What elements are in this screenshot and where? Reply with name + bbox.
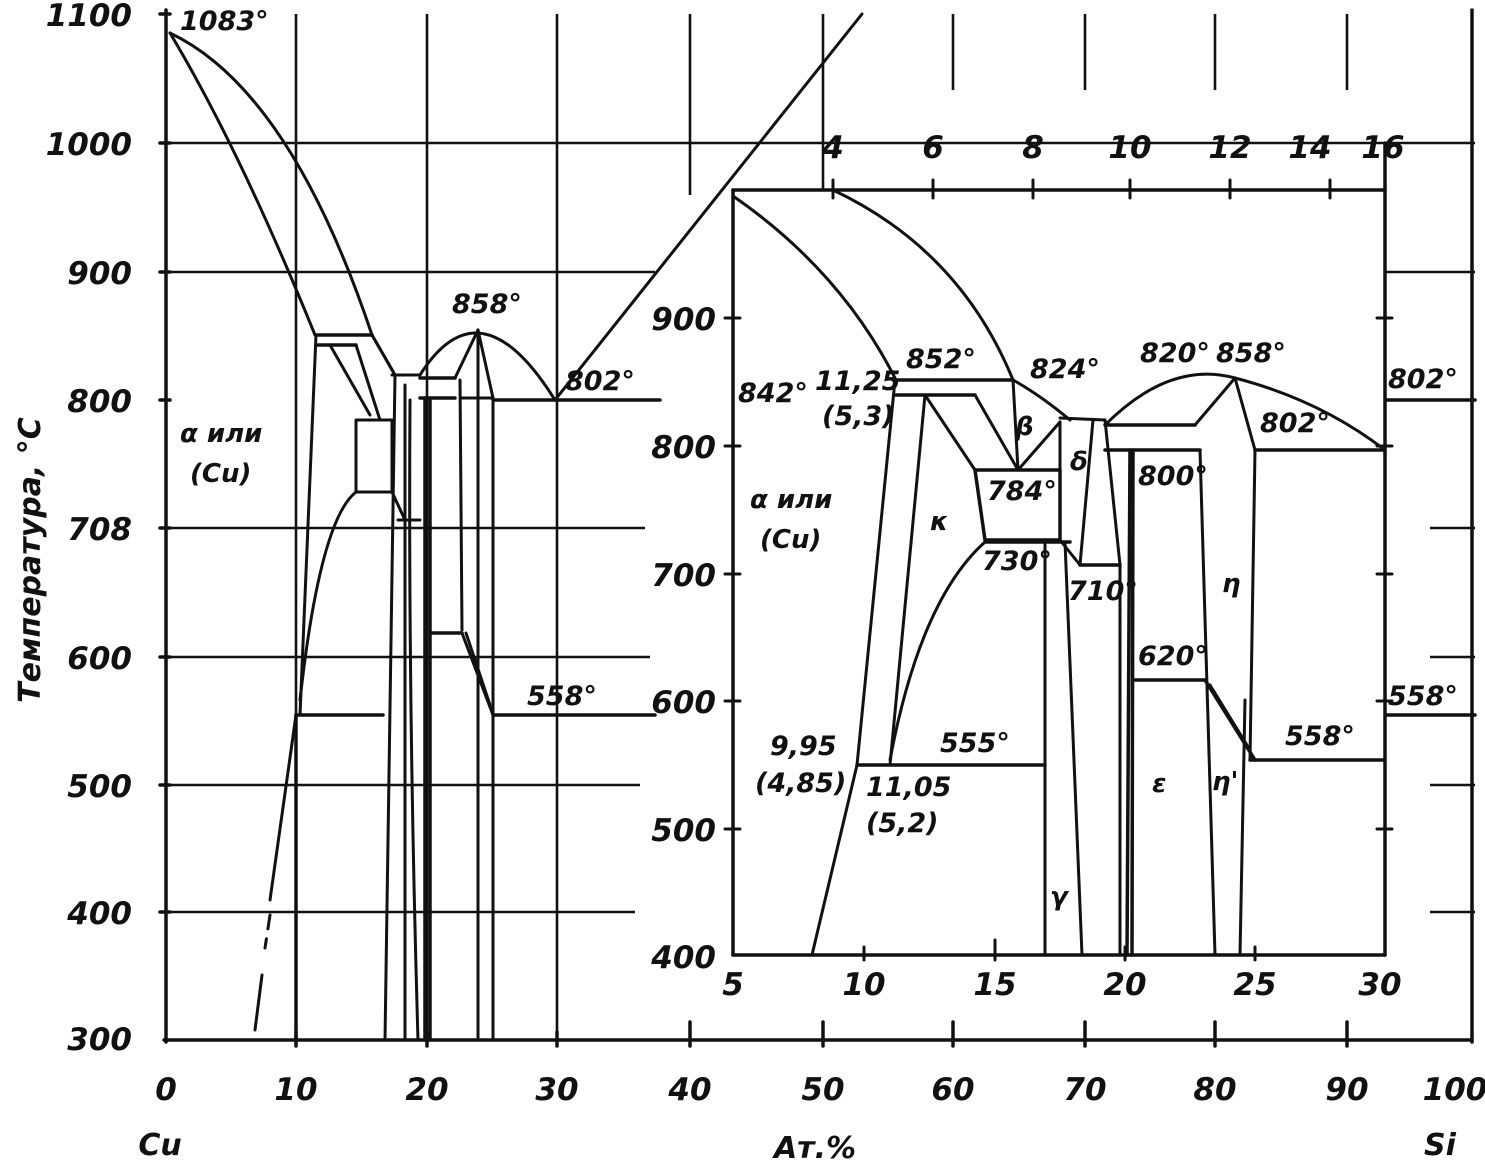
right-element-label: Si xyxy=(1424,1128,1457,1163)
label-710: 710° xyxy=(1068,576,1138,607)
y-tick-1100: 1100 xyxy=(46,0,132,34)
label-11-25: 11,25 xyxy=(815,366,900,397)
y-axis-title: Температура, °С xyxy=(13,417,48,703)
phase-eta: η xyxy=(1222,569,1241,599)
right-axis-annotations: 802° 558° xyxy=(1388,364,1458,712)
main-x-tick-labels: 0 10 20 30 40 50 60 70 80 90 100 xyxy=(155,1072,1485,1108)
x-tick-100: 100 xyxy=(1423,1072,1485,1108)
inset-top-tick-6: 6 xyxy=(922,130,944,166)
x-tick-90: 90 xyxy=(1325,1072,1368,1108)
inset-y-tick-800: 800 xyxy=(651,430,716,466)
label-555: 555° xyxy=(940,728,1010,759)
phase-cu-main: (Cu) xyxy=(190,459,251,489)
label-852: 852° xyxy=(906,344,976,375)
phase-alpha-main: α или xyxy=(180,419,262,449)
x-tick-0: 0 xyxy=(155,1072,177,1108)
x-tick-50: 50 xyxy=(801,1072,844,1108)
inset-top-tick-labels: 4 6 8 10 12 14 16 xyxy=(821,130,1404,166)
y-tick-800: 800 xyxy=(67,384,132,420)
x-tick-70: 70 xyxy=(1063,1072,1106,1108)
y-tick-600: 600 xyxy=(67,641,132,677)
phase-cu-inset: (Cu) xyxy=(760,525,821,555)
y-tick-400: 400 xyxy=(66,896,132,932)
label-842: 842° xyxy=(738,378,808,409)
label-11-05: 11,05 xyxy=(866,772,951,803)
inset-x-tick-25: 25 xyxy=(1233,967,1276,1003)
phase-beta: β xyxy=(1014,412,1034,442)
label-558-inset: 558° xyxy=(1285,721,1355,752)
inset-top-tick-14: 14 xyxy=(1288,130,1331,166)
y-tick-300: 300 xyxy=(67,1022,132,1058)
phase-alpha-inset: α или xyxy=(750,485,832,515)
inset-top-tick-4: 4 xyxy=(821,130,844,166)
phase-delta: δ xyxy=(1070,447,1088,477)
main-annotations: 1083° 858° 802° 558° α или (Cu) xyxy=(180,6,635,712)
label-824: 824° xyxy=(1030,354,1100,385)
label-730: 730° xyxy=(982,546,1052,577)
x-tick-10: 10 xyxy=(274,1072,317,1108)
label-5-2: (5,2) xyxy=(866,808,939,839)
phase-epsilon: ε xyxy=(1152,769,1166,799)
inset-top-tick-10: 10 xyxy=(1108,130,1151,166)
label-802-inset: 802° xyxy=(1260,408,1330,439)
main-phase-lines xyxy=(168,12,864,1042)
inset-annotations: 842° 11,25 (5,3) 852° 824° 820° 858° 802… xyxy=(738,338,1355,912)
label-5-3: (5,3) xyxy=(822,401,895,432)
y-tick-900: 900 xyxy=(67,256,132,292)
inset-y-tick-900: 900 xyxy=(651,302,716,338)
left-element-label: Cu xyxy=(138,1128,181,1163)
inset-x-tick-5: 5 xyxy=(722,967,744,1003)
inset-x-tick-30: 30 xyxy=(1358,967,1401,1003)
x-tick-60: 60 xyxy=(931,1072,974,1108)
y-tick-500: 500 xyxy=(67,769,132,805)
x-axis-title: Ат.% xyxy=(772,1131,856,1166)
label-4-85: (4,85) xyxy=(755,768,846,799)
label-558-right: 558° xyxy=(1388,681,1458,712)
inset-top-tick-8: 8 xyxy=(1022,130,1044,166)
label-820: 820° xyxy=(1140,338,1210,369)
inset-y-tick-400: 400 xyxy=(650,940,716,976)
inset-y-tick-labels: 900 800 700 600 500 400 xyxy=(650,302,716,976)
inset-top-tick-16: 16 xyxy=(1361,130,1404,166)
phase-kappa: κ xyxy=(930,507,948,537)
label-858-inset: 858° xyxy=(1216,338,1286,369)
label-858-main: 858° xyxy=(452,289,522,320)
inset-y-tick-600: 600 xyxy=(651,685,716,721)
label-802-main: 802° xyxy=(565,366,635,397)
inset-frame xyxy=(723,141,1394,962)
label-9-95: 9,95 xyxy=(770,731,837,762)
y-tick-708: 708 xyxy=(67,512,132,548)
x-tick-80: 80 xyxy=(1193,1072,1236,1108)
main-y-tick-labels: 1100 1000 900 800 708 600 500 400 300 xyxy=(46,0,132,1058)
phase-eta-prime: η' xyxy=(1212,767,1238,797)
label-800: 800° xyxy=(1138,461,1208,492)
inset-x-tick-10: 10 xyxy=(842,967,885,1003)
label-558-main: 558° xyxy=(527,681,597,712)
label-620: 620° xyxy=(1138,641,1208,672)
label-784: 784° xyxy=(987,476,1057,507)
phase-gamma: γ xyxy=(1050,882,1070,912)
x-tick-20: 20 xyxy=(405,1072,448,1108)
main-frame xyxy=(158,8,1474,1048)
x-tick-30: 30 xyxy=(535,1072,578,1108)
x-tick-40: 40 xyxy=(667,1072,711,1108)
label-802-right: 802° xyxy=(1388,364,1458,395)
inset-x-tick-15: 15 xyxy=(973,967,1016,1003)
inset-x-tick-20: 20 xyxy=(1103,967,1146,1003)
inset-phase-lines xyxy=(731,188,1387,957)
inset-x-tick-labels: 5 10 15 20 25 30 xyxy=(722,967,1401,1003)
inset-y-tick-700: 700 xyxy=(651,558,716,594)
label-1083: 1083° xyxy=(180,6,269,37)
inset-top-tick-12: 12 xyxy=(1208,130,1251,166)
inset-y-tick-500: 500 xyxy=(651,813,716,849)
y-tick-1000: 1000 xyxy=(46,127,132,163)
